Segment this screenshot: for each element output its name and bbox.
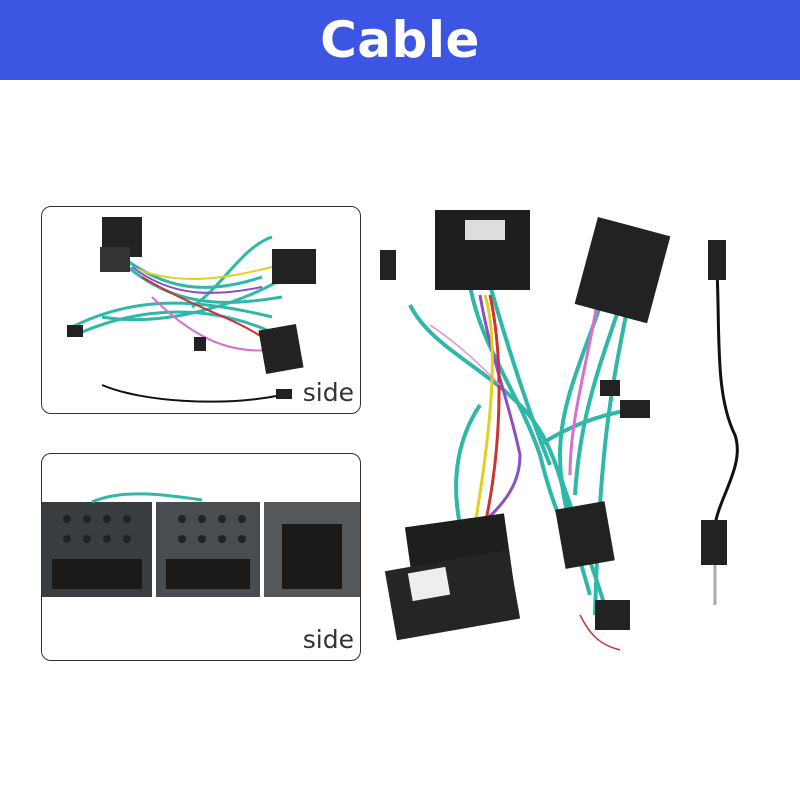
title-banner: Cable <box>0 0 800 80</box>
side-label: side <box>302 625 354 654</box>
connector-closeup-photo <box>42 492 360 597</box>
main-harness-photo <box>370 195 770 675</box>
side-label: side <box>302 378 354 407</box>
wiring-harness-image <box>380 210 739 651</box>
connector-side-view-panel: side <box>41 453 361 661</box>
wiring-harness-thumbnail <box>67 217 316 403</box>
harness-side-view-panel: side <box>41 206 361 414</box>
page-title: Cable <box>320 11 480 69</box>
